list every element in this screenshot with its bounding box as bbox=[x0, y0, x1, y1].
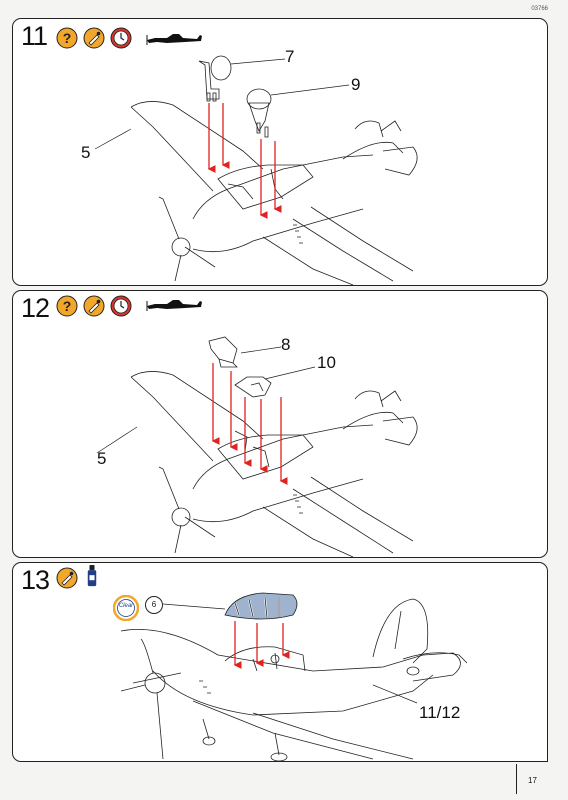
svg-text:?: ? bbox=[63, 298, 72, 314]
callout-part-5: 5 bbox=[81, 143, 91, 162]
step-11-panel: 11 ? bbox=[12, 18, 548, 286]
step-12-drawing bbox=[96, 336, 418, 557]
clock-icon bbox=[110, 27, 132, 49]
paint-brush-icon bbox=[83, 27, 105, 49]
step-12-panel: 12 ? bbox=[12, 290, 548, 558]
callout-part-10: 10 bbox=[317, 353, 336, 372]
step-number: 13 bbox=[21, 565, 50, 595]
svg-text:?: ? bbox=[63, 30, 72, 46]
page-number-box bbox=[516, 764, 548, 794]
callout-part-8: 8 bbox=[281, 335, 291, 354]
aircraft-silhouette-icon bbox=[145, 31, 203, 52]
callout-part-7: 7 bbox=[285, 47, 295, 66]
paint-brush-icon bbox=[83, 295, 105, 317]
step-number: 12 bbox=[21, 293, 50, 323]
clear-part-icon: Clear bbox=[112, 594, 140, 622]
document-code: 03766 bbox=[531, 6, 548, 12]
question-icon: ? bbox=[56, 27, 78, 49]
page-number: 17 bbox=[528, 776, 537, 785]
step-13-panel: 13 Clear 6 bbox=[12, 562, 548, 762]
clock-icon bbox=[110, 295, 132, 317]
part-number-badge: 6 bbox=[145, 596, 163, 614]
step-11-drawing bbox=[94, 55, 418, 285]
step-number: 11 bbox=[21, 21, 48, 51]
aircraft-silhouette-icon bbox=[145, 297, 203, 318]
question-icon: ? bbox=[56, 295, 78, 317]
glue-bottle-icon bbox=[81, 565, 97, 591]
paint-brush-icon bbox=[56, 567, 78, 589]
callout-part-11-12: 11/12 bbox=[419, 703, 461, 722]
clear-label: Clear bbox=[118, 603, 134, 609]
step-13-drawing bbox=[120, 592, 468, 761]
callout-part-5: 5 bbox=[97, 449, 107, 468]
callout-part-9: 9 bbox=[351, 75, 361, 94]
